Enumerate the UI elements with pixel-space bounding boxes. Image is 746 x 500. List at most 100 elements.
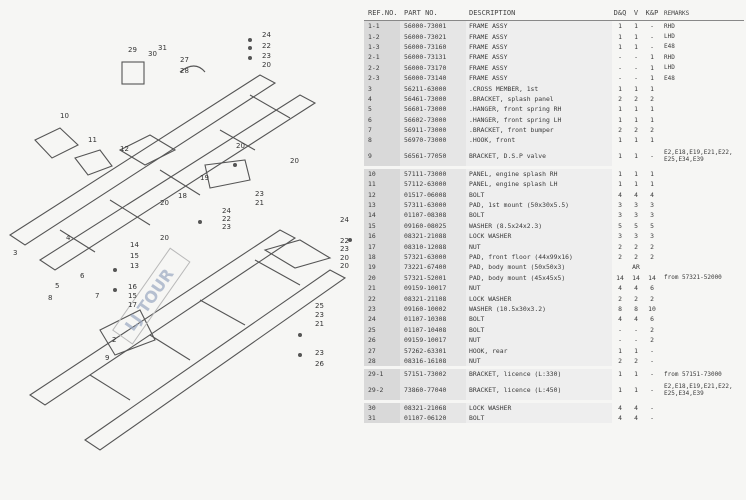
ref-cell: 22 (364, 293, 400, 304)
part-no-cell: 08321-21088 (400, 231, 466, 242)
qty-cell: 2 (634, 242, 638, 251)
qty-cell: 1 (618, 42, 622, 51)
ref-cell: 15 (364, 220, 400, 232)
ref-cell: 1-1 (364, 21, 400, 32)
part-no-cell: 08321-21108 (400, 293, 466, 304)
remarks-cell: from 57151-73000 (664, 370, 722, 378)
qty-cell: - (634, 325, 638, 334)
qty-cell: 3 (634, 211, 638, 220)
qty-cell: 4 (618, 315, 622, 324)
qty-cell: 6 (650, 284, 654, 293)
qty-cell: 1 (618, 105, 622, 114)
ref-cell: 3 (364, 83, 400, 94)
svg-text:20: 20 (160, 234, 169, 242)
ref-cell: 31 (364, 412, 400, 424)
qty-cell: 3 (650, 232, 654, 241)
part-no-cell: 08321-21068 (400, 402, 466, 413)
qty-cell: 6 (650, 315, 654, 324)
qty-cell: 2 (618, 126, 622, 135)
svg-text:20: 20 (160, 199, 169, 207)
description-cell: .HANGER, front spring LH (466, 114, 612, 125)
svg-text:23: 23 (315, 349, 324, 357)
qty-cell: 2 (650, 325, 654, 334)
part-no-cell: 56000-73140 (400, 72, 466, 84)
part-no-cell: 01107-10408 (400, 324, 466, 335)
part-no-cell: 09159-10017 (400, 334, 466, 346)
qty-cell: - (634, 336, 638, 345)
ref-cell: 1-3 (364, 41, 400, 53)
qty-cell: AR (632, 263, 640, 272)
svg-text:20: 20 (340, 254, 349, 262)
lower-frame-crossmembers (89, 259, 301, 401)
remarks-cell: E2,E18,E19,E21,E22, E25,E34,E39 (664, 382, 733, 397)
remarks-cell: RHD (664, 53, 675, 61)
qty-cell: 1 (634, 169, 638, 178)
table-header: REF.NO. PART NO. DESCRIPTION D&Q V K&P R… (364, 6, 744, 21)
svg-text:8: 8 (48, 294, 52, 302)
description-cell: .BRACKET, splash panel (466, 93, 612, 105)
qty-cell: 1 (650, 136, 654, 145)
qty-cell: 4 (634, 414, 638, 423)
qty-cell: - (650, 403, 654, 412)
qty-cell: 10 (648, 304, 656, 313)
qty-cell: 4 (634, 190, 638, 199)
description-cell: BOLT (466, 314, 612, 325)
description-cell: BOLT (466, 324, 612, 335)
qty-cell: 1 (618, 151, 622, 160)
part-no-cell: 56000-73131 (400, 52, 466, 63)
qty-cell: 1 (634, 115, 638, 124)
part-no-cell: 57112-63000 (400, 179, 466, 190)
part-no-cell: 73860-77040 (400, 379, 466, 400)
svg-text:19: 19 (200, 174, 209, 182)
part-no-cell: 08316-16108 (400, 355, 466, 367)
qty-cell: 1 (618, 22, 622, 31)
svg-text:23: 23 (340, 245, 349, 253)
qty-cell: 1 (634, 105, 638, 114)
description-cell: PAD, front floor (44x99x16) (466, 251, 612, 263)
qty-cell: 1 (618, 169, 622, 178)
qty-cell: 4 (618, 190, 622, 199)
remarks-cell: E48 (664, 43, 675, 51)
svg-text:9: 9 (105, 354, 109, 362)
qty-cell: 2 (650, 126, 654, 135)
part-no-cell: 56461-73000 (400, 93, 466, 105)
qty-cell: 14 (632, 273, 640, 282)
description-cell: FRAME ASSY (466, 21, 612, 32)
lower-frame-bracket (99, 309, 156, 356)
ref-cell: 9 (364, 145, 400, 166)
qty-cell: 5 (634, 221, 638, 230)
svg-text:20: 20 (290, 157, 299, 165)
upper-frame-crossmembers (59, 94, 291, 253)
qty-cell: 1 (650, 115, 654, 124)
remarks-cell: RHD (664, 22, 675, 30)
qty-cell: 1 (634, 346, 638, 355)
svg-text:28: 28 (180, 67, 189, 75)
qty-cell: - (618, 336, 622, 345)
part-no-cell: 09160-10002 (400, 303, 466, 315)
description-cell: PANEL, engine splash LH (466, 179, 612, 190)
ref-cell: 30 (364, 402, 400, 413)
svg-text:30: 30 (148, 50, 157, 58)
ref-cell: 16 (364, 231, 400, 242)
ref-cell: 21 (364, 282, 400, 294)
part-no-cell: 56561-77050 (400, 145, 466, 166)
upper-frame-pad (204, 159, 251, 189)
part-no-cell: 56000-73021 (400, 31, 466, 42)
lower-frame-right-rail (84, 269, 347, 451)
remarks-cell: LHD (664, 64, 675, 72)
qty-cell: 1 (634, 180, 638, 189)
qty-cell: - (634, 53, 638, 62)
description-cell: LOCK WASHER (466, 402, 612, 413)
part-no-cell: 01107-08308 (400, 210, 466, 221)
qty-cell: 3 (618, 211, 622, 220)
part-no-cell: 56602-73000 (400, 114, 466, 125)
